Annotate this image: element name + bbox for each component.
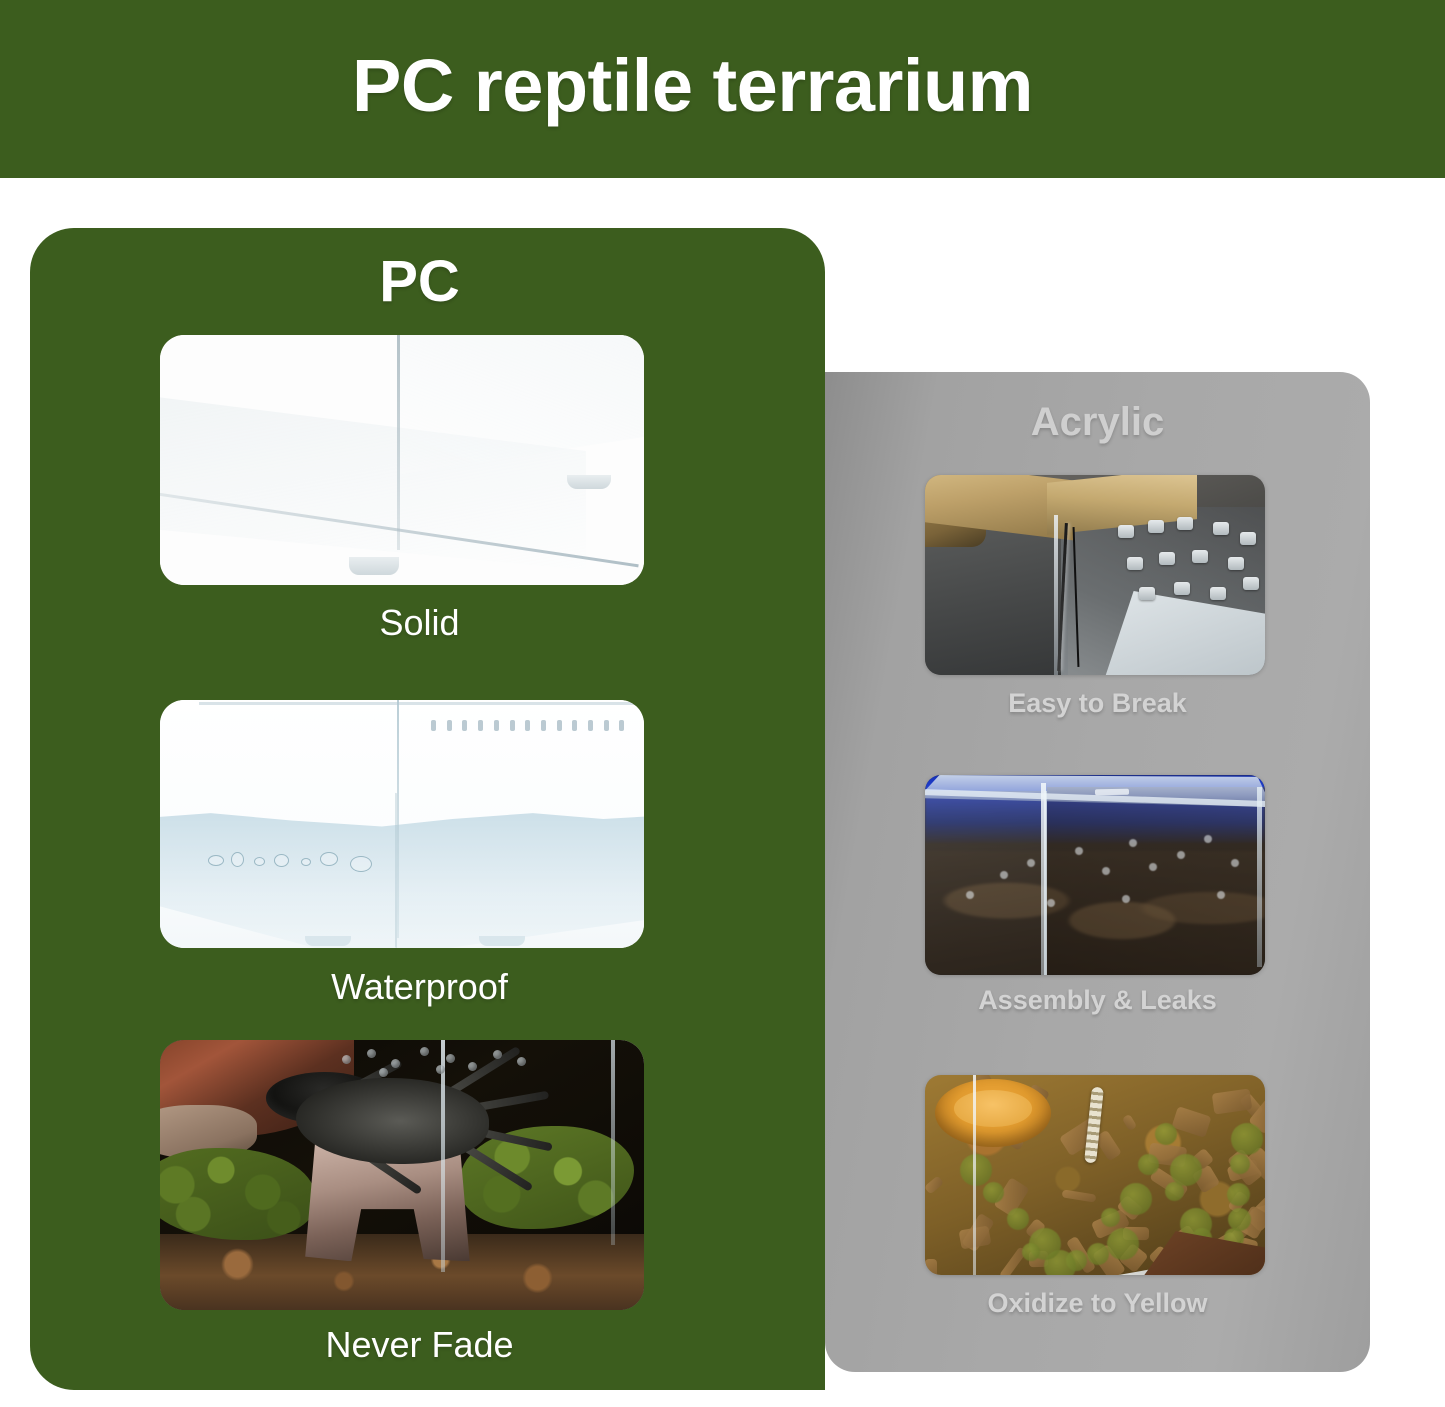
acrylic-feature-label-0: Easy to Break: [1008, 688, 1187, 718]
terrarium-foot-right: [479, 935, 526, 946]
yellowed-acrylic-photo: [925, 1075, 1265, 1275]
substrate-shape: [160, 1234, 644, 1310]
water-filled-terrarium-photo: [160, 700, 644, 948]
acrylic-feature-label-2: Oxidize to Yellow: [987, 1288, 1208, 1318]
tarantula-body-shape: [295, 1077, 490, 1165]
terrarium-corner-edge-line: [397, 335, 401, 550]
terrarium-foot-left: [305, 935, 352, 946]
clear-pc-terrarium-corner-photo: [160, 335, 644, 585]
pc-feature-label-0: Solid: [379, 602, 460, 643]
acrylic-corner-edge-shape: [1054, 515, 1059, 675]
cracked-acrylic-corner-photo: [925, 475, 1265, 675]
ventilation-hole-group: [431, 719, 625, 736]
terrarium-right-edge-line: [610, 1040, 615, 1246]
bark-chip-group: [925, 1075, 1265, 1275]
pc-feature-label-1: Waterproof: [331, 966, 508, 1007]
pc-feature-label-2: Never Fade: [325, 1324, 514, 1365]
acrylic-comparison-panel: Acrylic Easy to Break: [825, 372, 1370, 1372]
acrylic-seam-gap-photo: [925, 775, 1265, 975]
pc-panel-title: PC: [379, 249, 460, 314]
terrarium-corner-edge-line: [440, 1040, 445, 1273]
orange-water-dish: [935, 1079, 1051, 1147]
right-edge-line: [1256, 787, 1262, 967]
header-banner: PC reptile terrarium: [0, 0, 1445, 178]
terrarium-top-edge-line: [198, 702, 644, 706]
acrylic-feature-label-1: Assembly & Leaks: [978, 985, 1217, 1015]
water-droplet-group: [334, 1045, 537, 1078]
water-speck-group: [925, 775, 1265, 975]
acrylic-panel-title: Acrylic: [1030, 400, 1165, 444]
pc-comparison-panel: PC Solid: [30, 228, 825, 1390]
acrylic-seam-line: [972, 1075, 976, 1275]
acrylic-left-wall-shape: [925, 791, 1048, 975]
tarantula-terrarium-photo: [160, 1040, 644, 1310]
terrarium-left-panel-shape: [160, 749, 398, 948]
terrarium-foot-right: [566, 475, 611, 489]
air-bubble-group: [208, 849, 373, 872]
moss-patch-left: [160, 1148, 315, 1240]
plastic-clip-group: [1109, 515, 1260, 639]
terrarium-foot-left: [348, 557, 399, 575]
terrarium-corner-edge-line: [397, 700, 400, 939]
acrylic-right-wall-shape: [1047, 787, 1265, 975]
water-body-shape: [160, 813, 644, 948]
corner-seam-line: [1040, 783, 1046, 975]
page-title: PC reptile terrarium: [352, 43, 1033, 127]
